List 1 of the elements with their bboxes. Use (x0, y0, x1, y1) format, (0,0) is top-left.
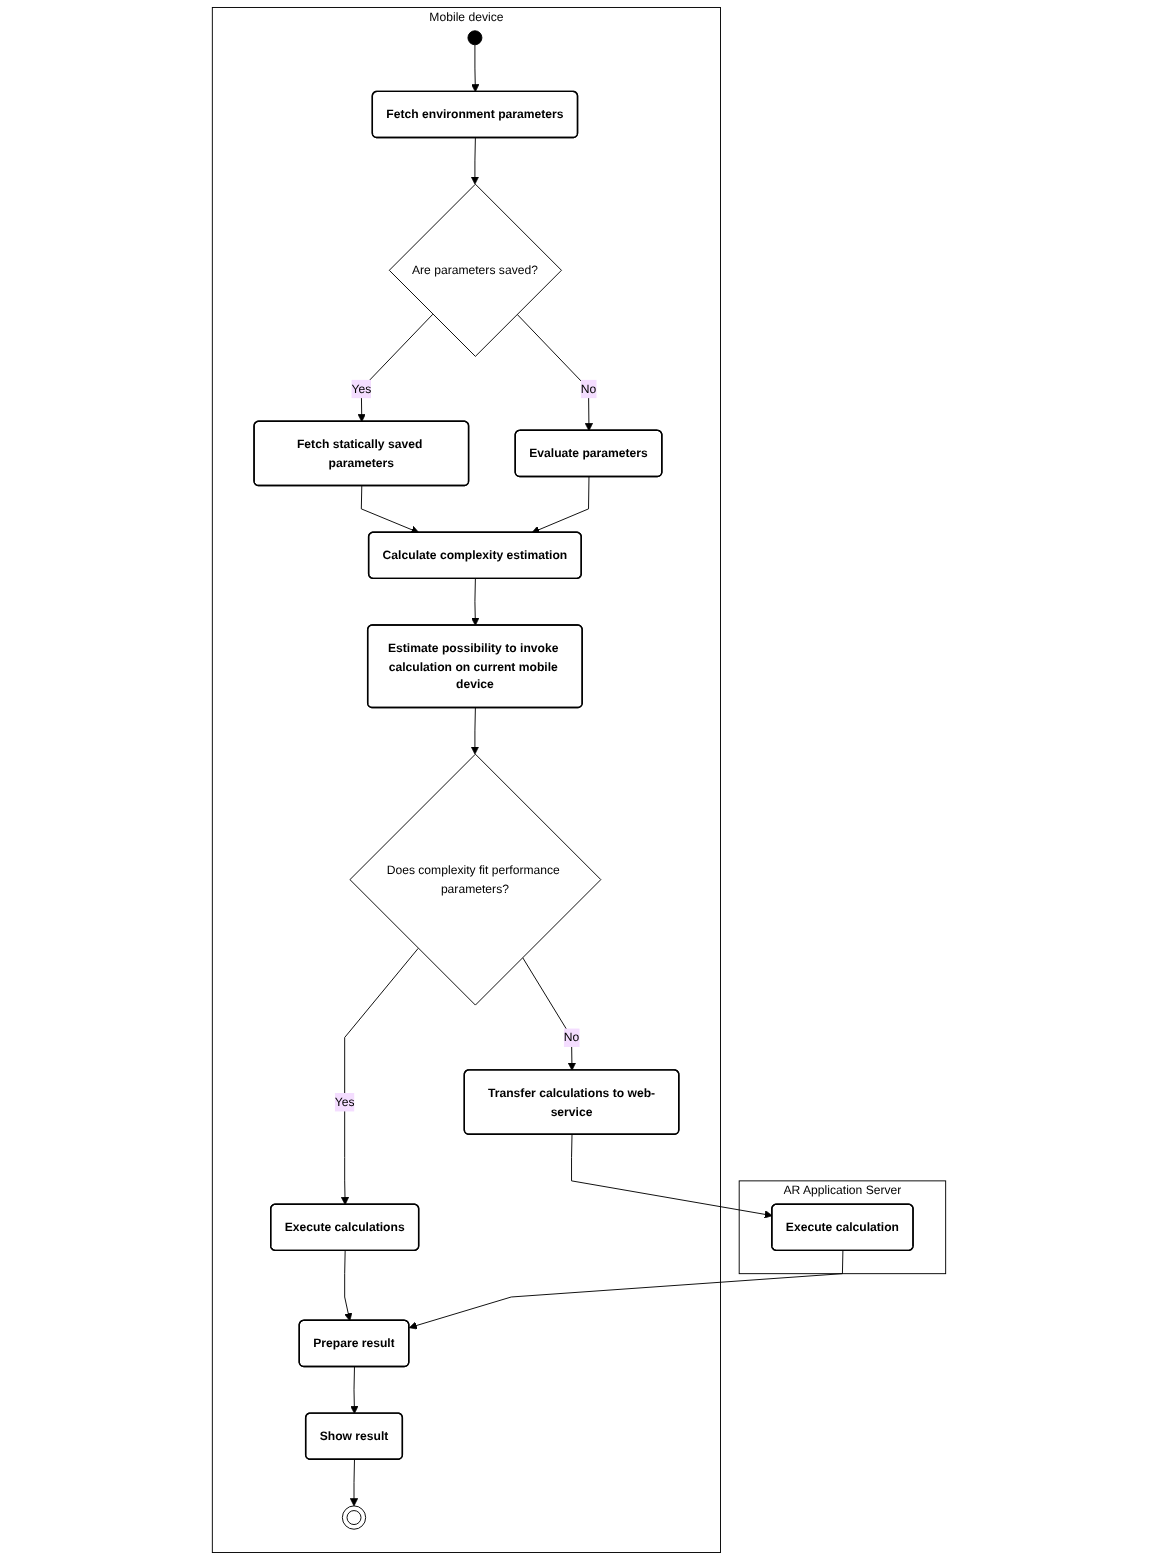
node-circle (467, 30, 483, 46)
